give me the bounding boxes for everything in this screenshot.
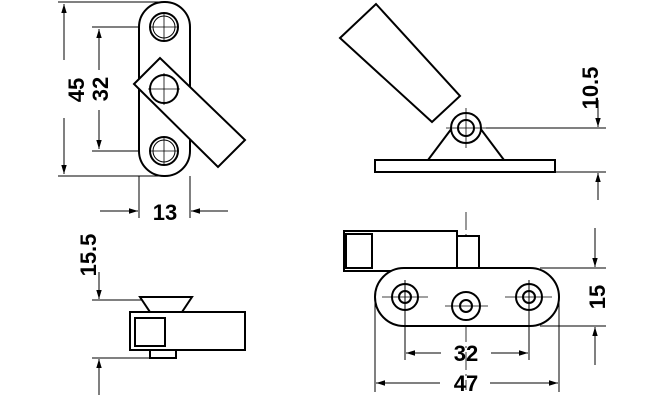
cylinder: [338, 2, 462, 124]
dim-32-horizontal-label: 32: [454, 341, 478, 366]
hole-top: [149, 12, 179, 42]
funnel: [138, 296, 194, 313]
dim-13-label: 13: [153, 200, 177, 225]
dim-15-label: 15: [585, 285, 610, 309]
top-view: 45 32 13: [58, 1, 247, 225]
base-plate: [374, 159, 556, 173]
dim-32-vertical-label: 32: [88, 77, 113, 101]
dim-47-label: 47: [454, 371, 478, 396]
dim-10-5-label: 10.5: [578, 67, 603, 110]
front-view-left: 15.5: [76, 234, 246, 395]
dim-15-5-label: 15.5: [76, 234, 101, 277]
dim-45-label: 45: [64, 78, 89, 102]
side-view: 10.5: [338, 2, 606, 200]
front-view-right: 32 47 15: [343, 212, 610, 396]
hole-bottom: [149, 136, 179, 166]
